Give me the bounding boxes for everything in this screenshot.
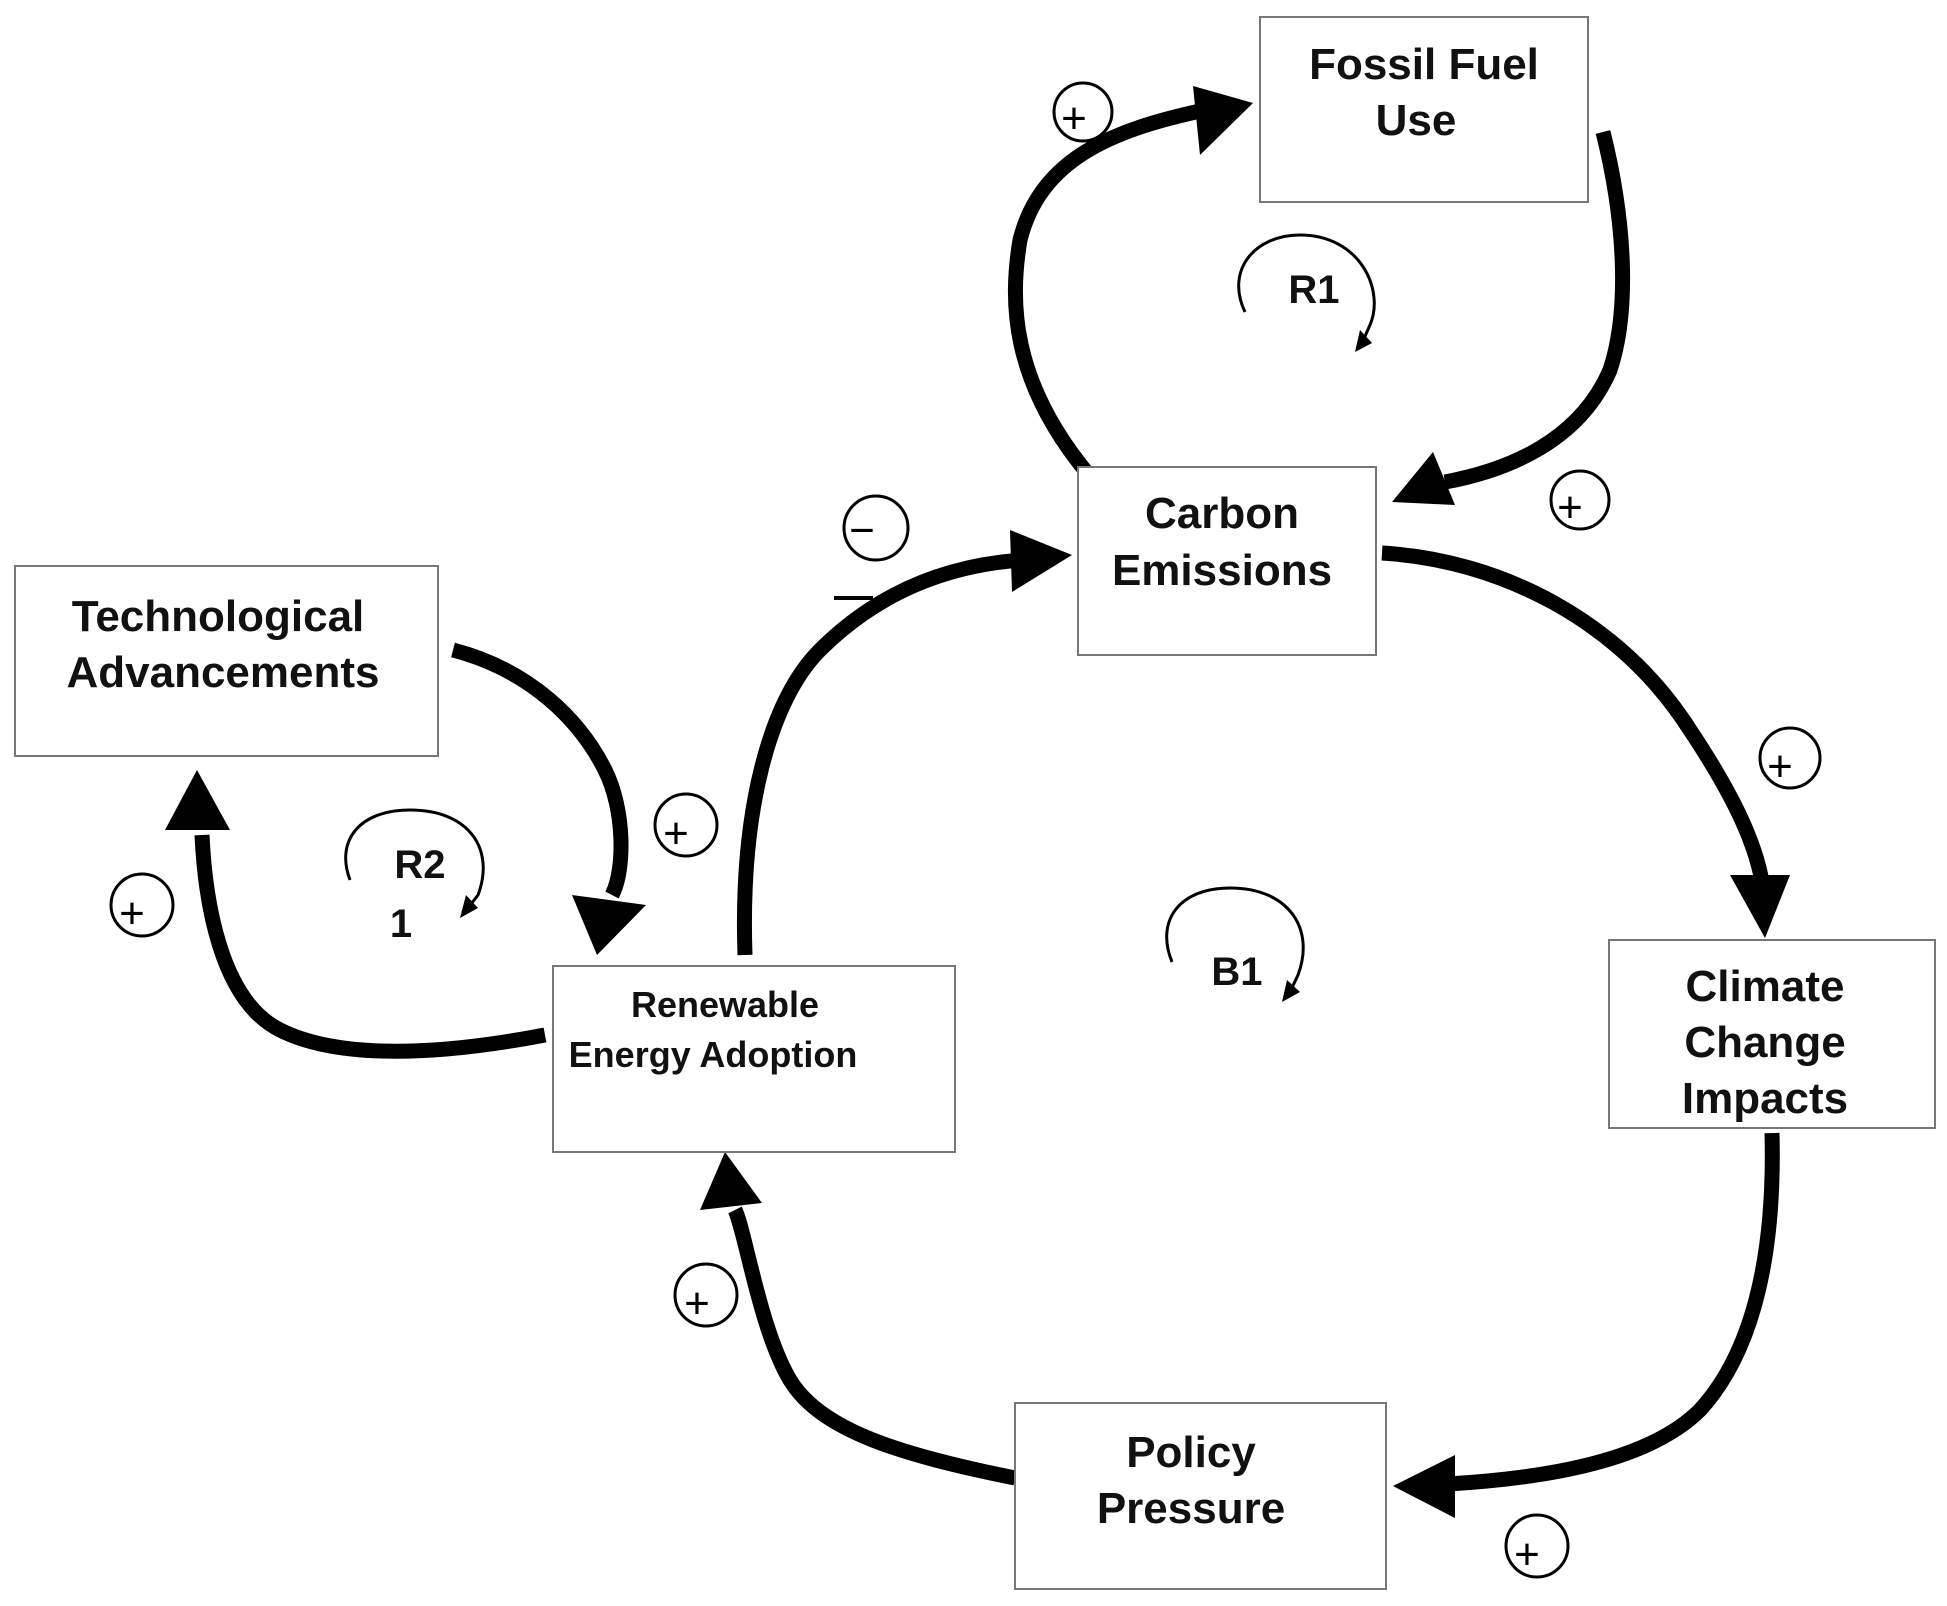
- node-renewable-energy-adoption: Renewable Energy Adoption: [552, 965, 956, 1153]
- link-policy-pressure-to-renewable: [728, 1206, 1017, 1486]
- arrowhead-to-renewable-from-policy: [700, 1152, 762, 1210]
- node-climate-change-impacts: Climate Change Impacts: [1608, 939, 1936, 1129]
- node-label-line: Climate: [1686, 962, 1845, 1011]
- plus-sign: +: [1061, 94, 1087, 143]
- minus-sign: −: [849, 506, 875, 555]
- link-climate-change-to-policy-pressure: [1447, 1132, 1780, 1492]
- arrowhead-to-technological-advancements: [165, 770, 230, 830]
- arrowhead-to-fossil-fuel-use: [1193, 86, 1253, 155]
- node-label-line: Emissions: [1112, 546, 1332, 595]
- plus-sign: +: [663, 809, 689, 858]
- node-label-line: Energy Adoption: [569, 1034, 858, 1075]
- link-carbon-emissions-to-climate-change: [1381, 545, 1770, 884]
- node-carbon-emissions: Carbon Emissions: [1077, 466, 1377, 656]
- loop-label-r21-line: R2: [394, 843, 445, 887]
- loop-label-r21-line: 1: [390, 902, 412, 946]
- loop-label-r1: R1: [1288, 268, 1339, 312]
- node-label-line: Impacts: [1682, 1074, 1848, 1123]
- loop-label-b1: B1: [1211, 950, 1262, 994]
- link-fossil-fuel-use-to-carbon-emissions: [1443, 130, 1631, 490]
- node-label-line: Technological: [72, 592, 365, 641]
- plus-sign: +: [1557, 483, 1583, 532]
- node-label-line: Carbon: [1145, 489, 1299, 538]
- loop-indicator-r21: R2 1: [344, 808, 485, 946]
- polarity-marker-plus: +: [653, 792, 719, 858]
- node-label-line: Advancements: [66, 648, 379, 697]
- node-label-line: Fossil Fuel: [1309, 40, 1539, 89]
- polarity-marker-plus: +: [673, 1262, 739, 1328]
- arrowhead-to-carbon-emissions-from-fossil: [1392, 452, 1455, 505]
- plus-sign: +: [684, 1279, 710, 1328]
- arrowhead-to-carbon-emissions-from-renewable: [1010, 530, 1072, 592]
- node-label-line: Policy: [1126, 1428, 1256, 1477]
- link-renewable-to-carbon-emissions: [736, 552, 1023, 956]
- node-policy-pressure: Policy Pressure: [1014, 1402, 1387, 1590]
- polarity-marker-plus: +: [1504, 1513, 1570, 1579]
- polarity-marker-plus: +: [109, 872, 175, 938]
- loop-indicator-b1: B1: [1165, 886, 1305, 1002]
- loop-indicator-r1: R1: [1237, 233, 1376, 352]
- node-fossil-fuel-use: Fossil Fuel Use: [1259, 16, 1589, 203]
- link-tech-to-renewable: [451, 642, 629, 899]
- node-label-line: Pressure: [1097, 1484, 1285, 1533]
- node-label-line: Change: [1684, 1018, 1845, 1067]
- arrowhead-to-renewable-from-tech: [572, 895, 646, 955]
- node-technological-advancements: Technological Advancements: [14, 565, 439, 757]
- node-label-line: Use: [1376, 96, 1457, 145]
- node-label-line: Renewable: [631, 984, 819, 1025]
- polarity-marker-plus: +: [1549, 469, 1611, 532]
- arrowhead-to-climate-change-impacts: [1730, 875, 1790, 938]
- polarity-marker-minus: −: [834, 494, 910, 600]
- plus-sign: +: [119, 889, 145, 938]
- arrowhead-to-policy-pressure: [1393, 1455, 1455, 1518]
- link-renewable-to-tech: [194, 834, 547, 1059]
- plus-sign: +: [1514, 1530, 1540, 1579]
- polarity-marker-plus: +: [1758, 726, 1822, 791]
- polarity-marker-plus: +: [1052, 81, 1114, 143]
- link-carbon-emissions-to-fossil-fuel-use: [1007, 102, 1207, 479]
- plus-sign: +: [1767, 742, 1793, 791]
